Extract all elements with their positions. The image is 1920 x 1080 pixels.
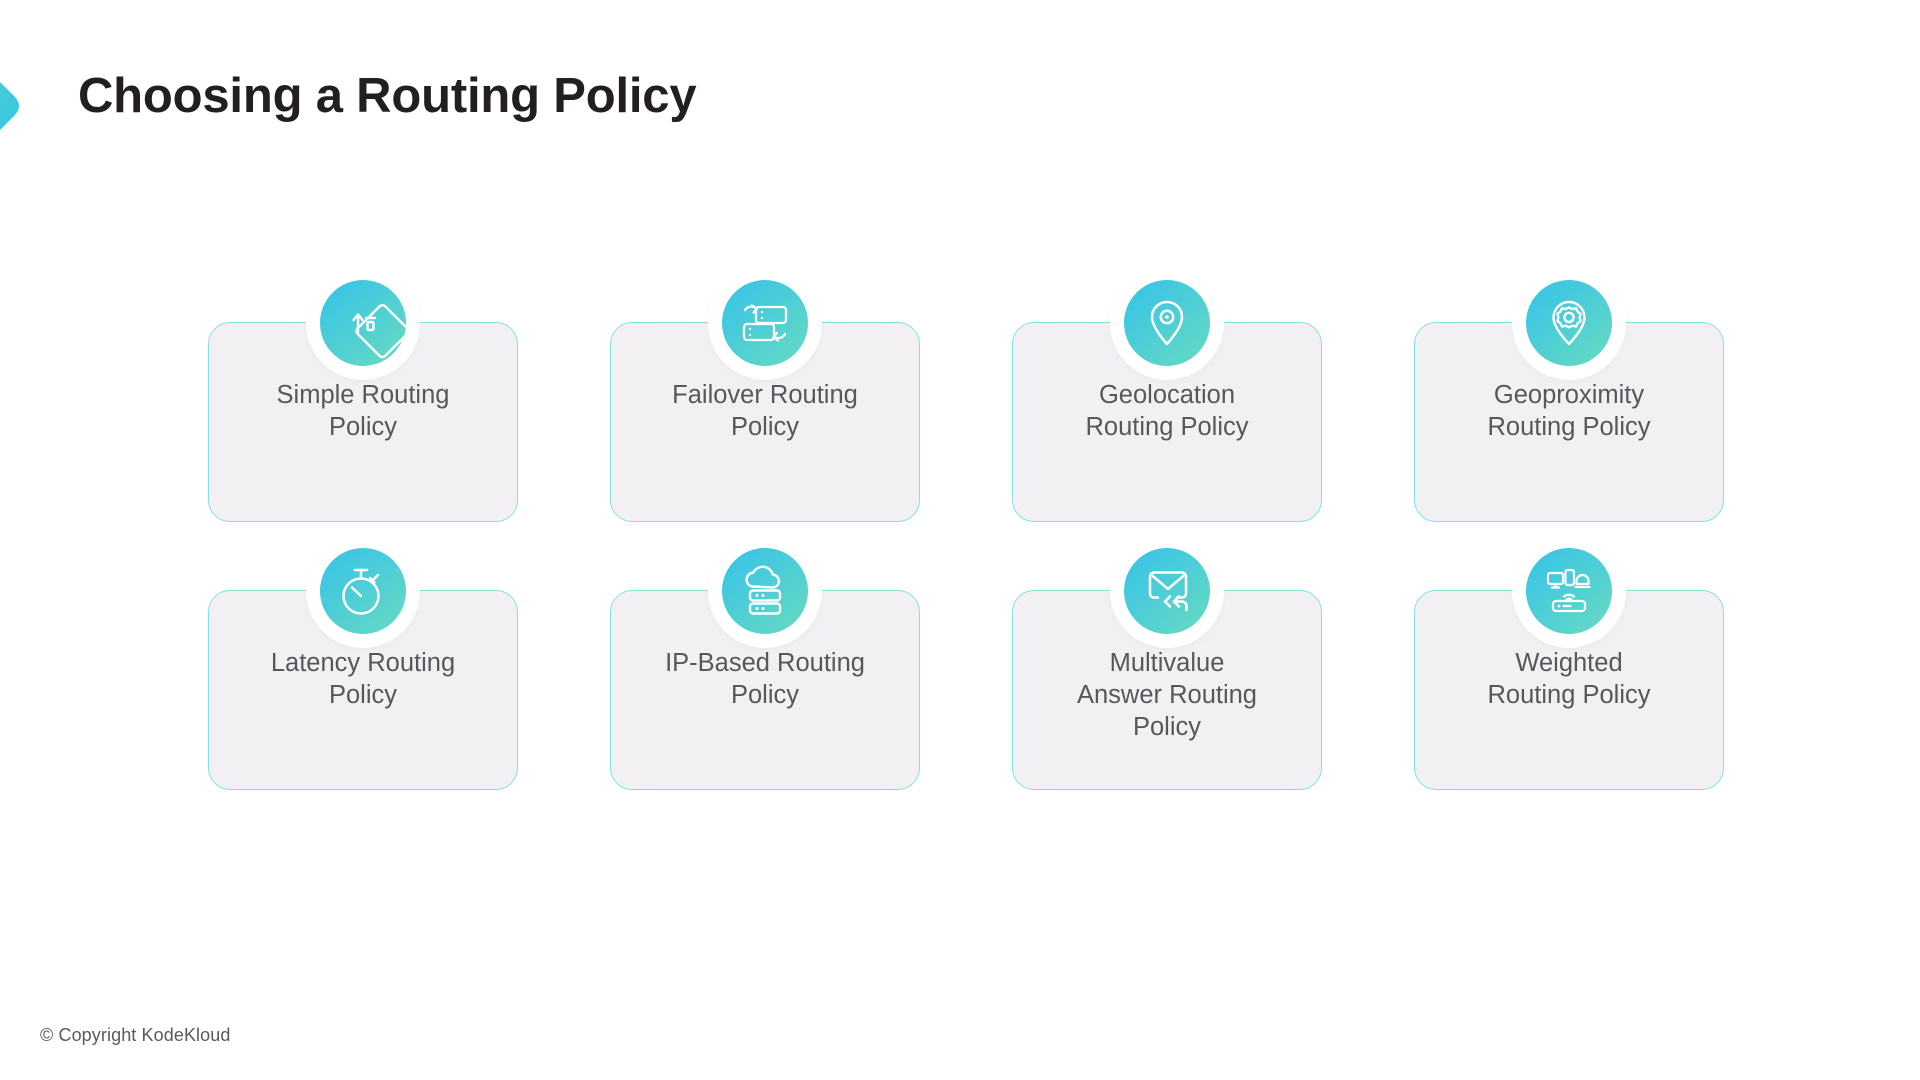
icon-badge-failover — [713, 271, 817, 375]
envelope-reply-icon — [1124, 548, 1210, 634]
icon-badge-simple — [311, 271, 415, 375]
policy-card-label: Simple Routing Policy — [276, 381, 450, 442]
policy-card-ip-based[interactable]: IP-Based Routing Policy — [610, 539, 920, 790]
server-failover-icon — [722, 280, 808, 366]
policy-card-label: Failover Routing Policy — [672, 381, 858, 442]
policy-card-geoproximity[interactable]: Geoproximity Routing Policy — [1414, 271, 1724, 522]
policy-card-label: IP-Based Routing Policy — [665, 649, 865, 710]
policy-cards-row-2: Latency Routing Policy — [208, 539, 1728, 790]
chevron-right-icon — [0, 36, 64, 176]
policy-card-simple[interactable]: Simple Routing Policy — [208, 271, 518, 522]
policy-card-label: Weighted Routing Policy — [1487, 649, 1651, 710]
cloud-server-icon — [722, 548, 808, 634]
policy-card-label: Geolocation Routing Policy — [1085, 381, 1249, 442]
policy-card-label: Latency Routing Policy — [270, 649, 456, 710]
policy-card-multivalue[interactable]: Multivalue Answer Routing Policy — [1012, 539, 1322, 790]
map-pin-icon — [1124, 280, 1210, 366]
policy-card-label: Multivalue Answer Routing Policy — [1076, 649, 1257, 742]
policy-card-label: Geoproximity Routing Policy — [1487, 381, 1651, 442]
icon-badge-multivalue — [1115, 539, 1219, 643]
policy-cards-grid: Simple Routing Policy — [208, 271, 1728, 790]
icon-badge-latency — [311, 539, 415, 643]
policy-card-latency[interactable]: Latency Routing Policy — [208, 539, 518, 790]
policy-card-geolocation[interactable]: Geolocation Routing Policy — [1012, 271, 1322, 522]
icon-badge-geolocation — [1115, 271, 1219, 375]
policy-cards-row-1: Simple Routing Policy — [208, 271, 1728, 522]
icon-badge-geoproximity — [1517, 271, 1621, 375]
page-title: Choosing a Routing Policy — [78, 69, 697, 123]
footer-copyright: © Copyright KodeKloud — [40, 1025, 231, 1045]
policy-card-failover[interactable]: Failover Routing Policy — [610, 271, 920, 522]
map-pin-gear-icon — [1526, 280, 1612, 366]
icon-badge-weighted — [1517, 539, 1621, 643]
policy-card-weighted[interactable]: Weighted Routing Policy — [1414, 539, 1724, 790]
diamond-arrows-icon — [320, 280, 406, 366]
stopwatch-icon — [320, 548, 406, 634]
devices-router-icon — [1526, 548, 1612, 634]
icon-badge-ip-based — [713, 539, 817, 643]
